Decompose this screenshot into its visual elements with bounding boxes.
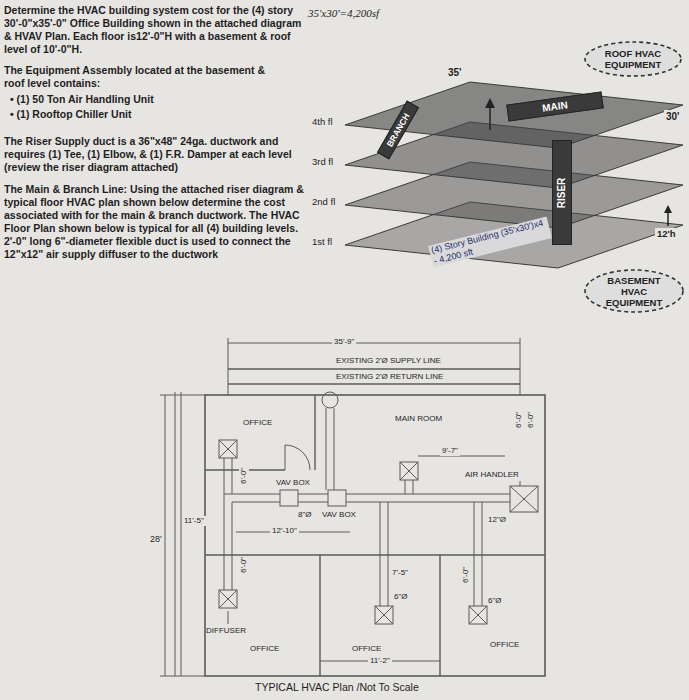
dimension: 6'-0": [239, 468, 249, 484]
problem-text: Determine the HVAC building system cost …: [4, 4, 304, 56]
room-label: MAIN ROOM: [395, 414, 442, 424]
plan-label: EXISTING 2'Ø RETURN LINE: [336, 372, 443, 382]
bullet-item: • (1) 50 Ton Air Handling Unit: [10, 93, 290, 106]
plan-label: VAV BOX: [276, 478, 310, 488]
dimension: 6'-0": [526, 412, 536, 428]
equipment-oval: BASEMENT HVAC EQUIPMENT: [583, 268, 685, 314]
plan-caption: TYPICAL HVAC Plan /Not To Scale: [255, 681, 419, 694]
floor-label: 2nd fl: [312, 196, 335, 208]
dimension: 9'-7": [440, 446, 460, 456]
problem-text: The Main & Branch Line: Using the attach…: [4, 183, 304, 261]
plan-label: 12"Ø: [488, 515, 506, 525]
plan-label: AIR HANDLER: [465, 470, 519, 480]
floor-plates: [345, 82, 683, 268]
dimension: 35'-9": [332, 337, 356, 347]
plan-label: VAV BOX: [322, 510, 356, 520]
dimension: 6'-0": [461, 567, 471, 583]
room-label: OFFICE: [490, 640, 519, 650]
plan-label: 8"Ø: [298, 510, 312, 520]
problem-text: The Equipment Assembly located at the ba…: [4, 64, 274, 90]
node-text: RISER: [556, 177, 568, 208]
problem-text: The Riser Supply duct is a 36"x48" 24ga.…: [4, 135, 304, 174]
dimension: 12'-10": [270, 526, 299, 536]
plan-label: EXISTING 2'Ø SUPPLY LINE: [336, 356, 441, 366]
node-text: MAIN: [542, 98, 569, 113]
room-label: OFFICE: [243, 418, 272, 428]
node-text: ROOF HVAC EQUIPMENT: [595, 48, 671, 70]
dimension: 11'-5": [182, 516, 206, 526]
plan-label: DIFFUSER: [206, 626, 246, 636]
handwritten-note: 35'x30'=4,200sf: [308, 6, 379, 20]
dimension: 35': [448, 66, 462, 79]
dimension: 28': [148, 534, 164, 545]
dimension: 7'-5": [392, 568, 408, 578]
plan-label: 6"Ø: [488, 596, 502, 606]
room-label: OFFICE: [352, 644, 381, 654]
floor-plan: [160, 338, 545, 676]
floor-label: 3rd fl: [312, 156, 333, 168]
dimension: 6'-0": [239, 557, 249, 573]
equipment-oval: ROOF HVAC EQUIPMENT: [583, 40, 683, 78]
room-label: OFFICE: [250, 644, 279, 654]
node-text: BASEMENT HVAC EQUIPMENT: [595, 275, 673, 308]
dimension: 12'h: [655, 228, 678, 240]
floor-label: 4th fl: [312, 116, 333, 128]
riser-band: RISER: [552, 140, 572, 245]
dimension: 11'-2": [368, 656, 392, 666]
bullet-item: • (1) Rooftop Chiller Unit: [10, 108, 290, 121]
dimension: 30': [664, 110, 682, 123]
plan-label: 6"Ø: [394, 592, 408, 602]
dimension: 6'-0": [514, 412, 524, 428]
floor-label: 1st fl: [312, 236, 332, 248]
